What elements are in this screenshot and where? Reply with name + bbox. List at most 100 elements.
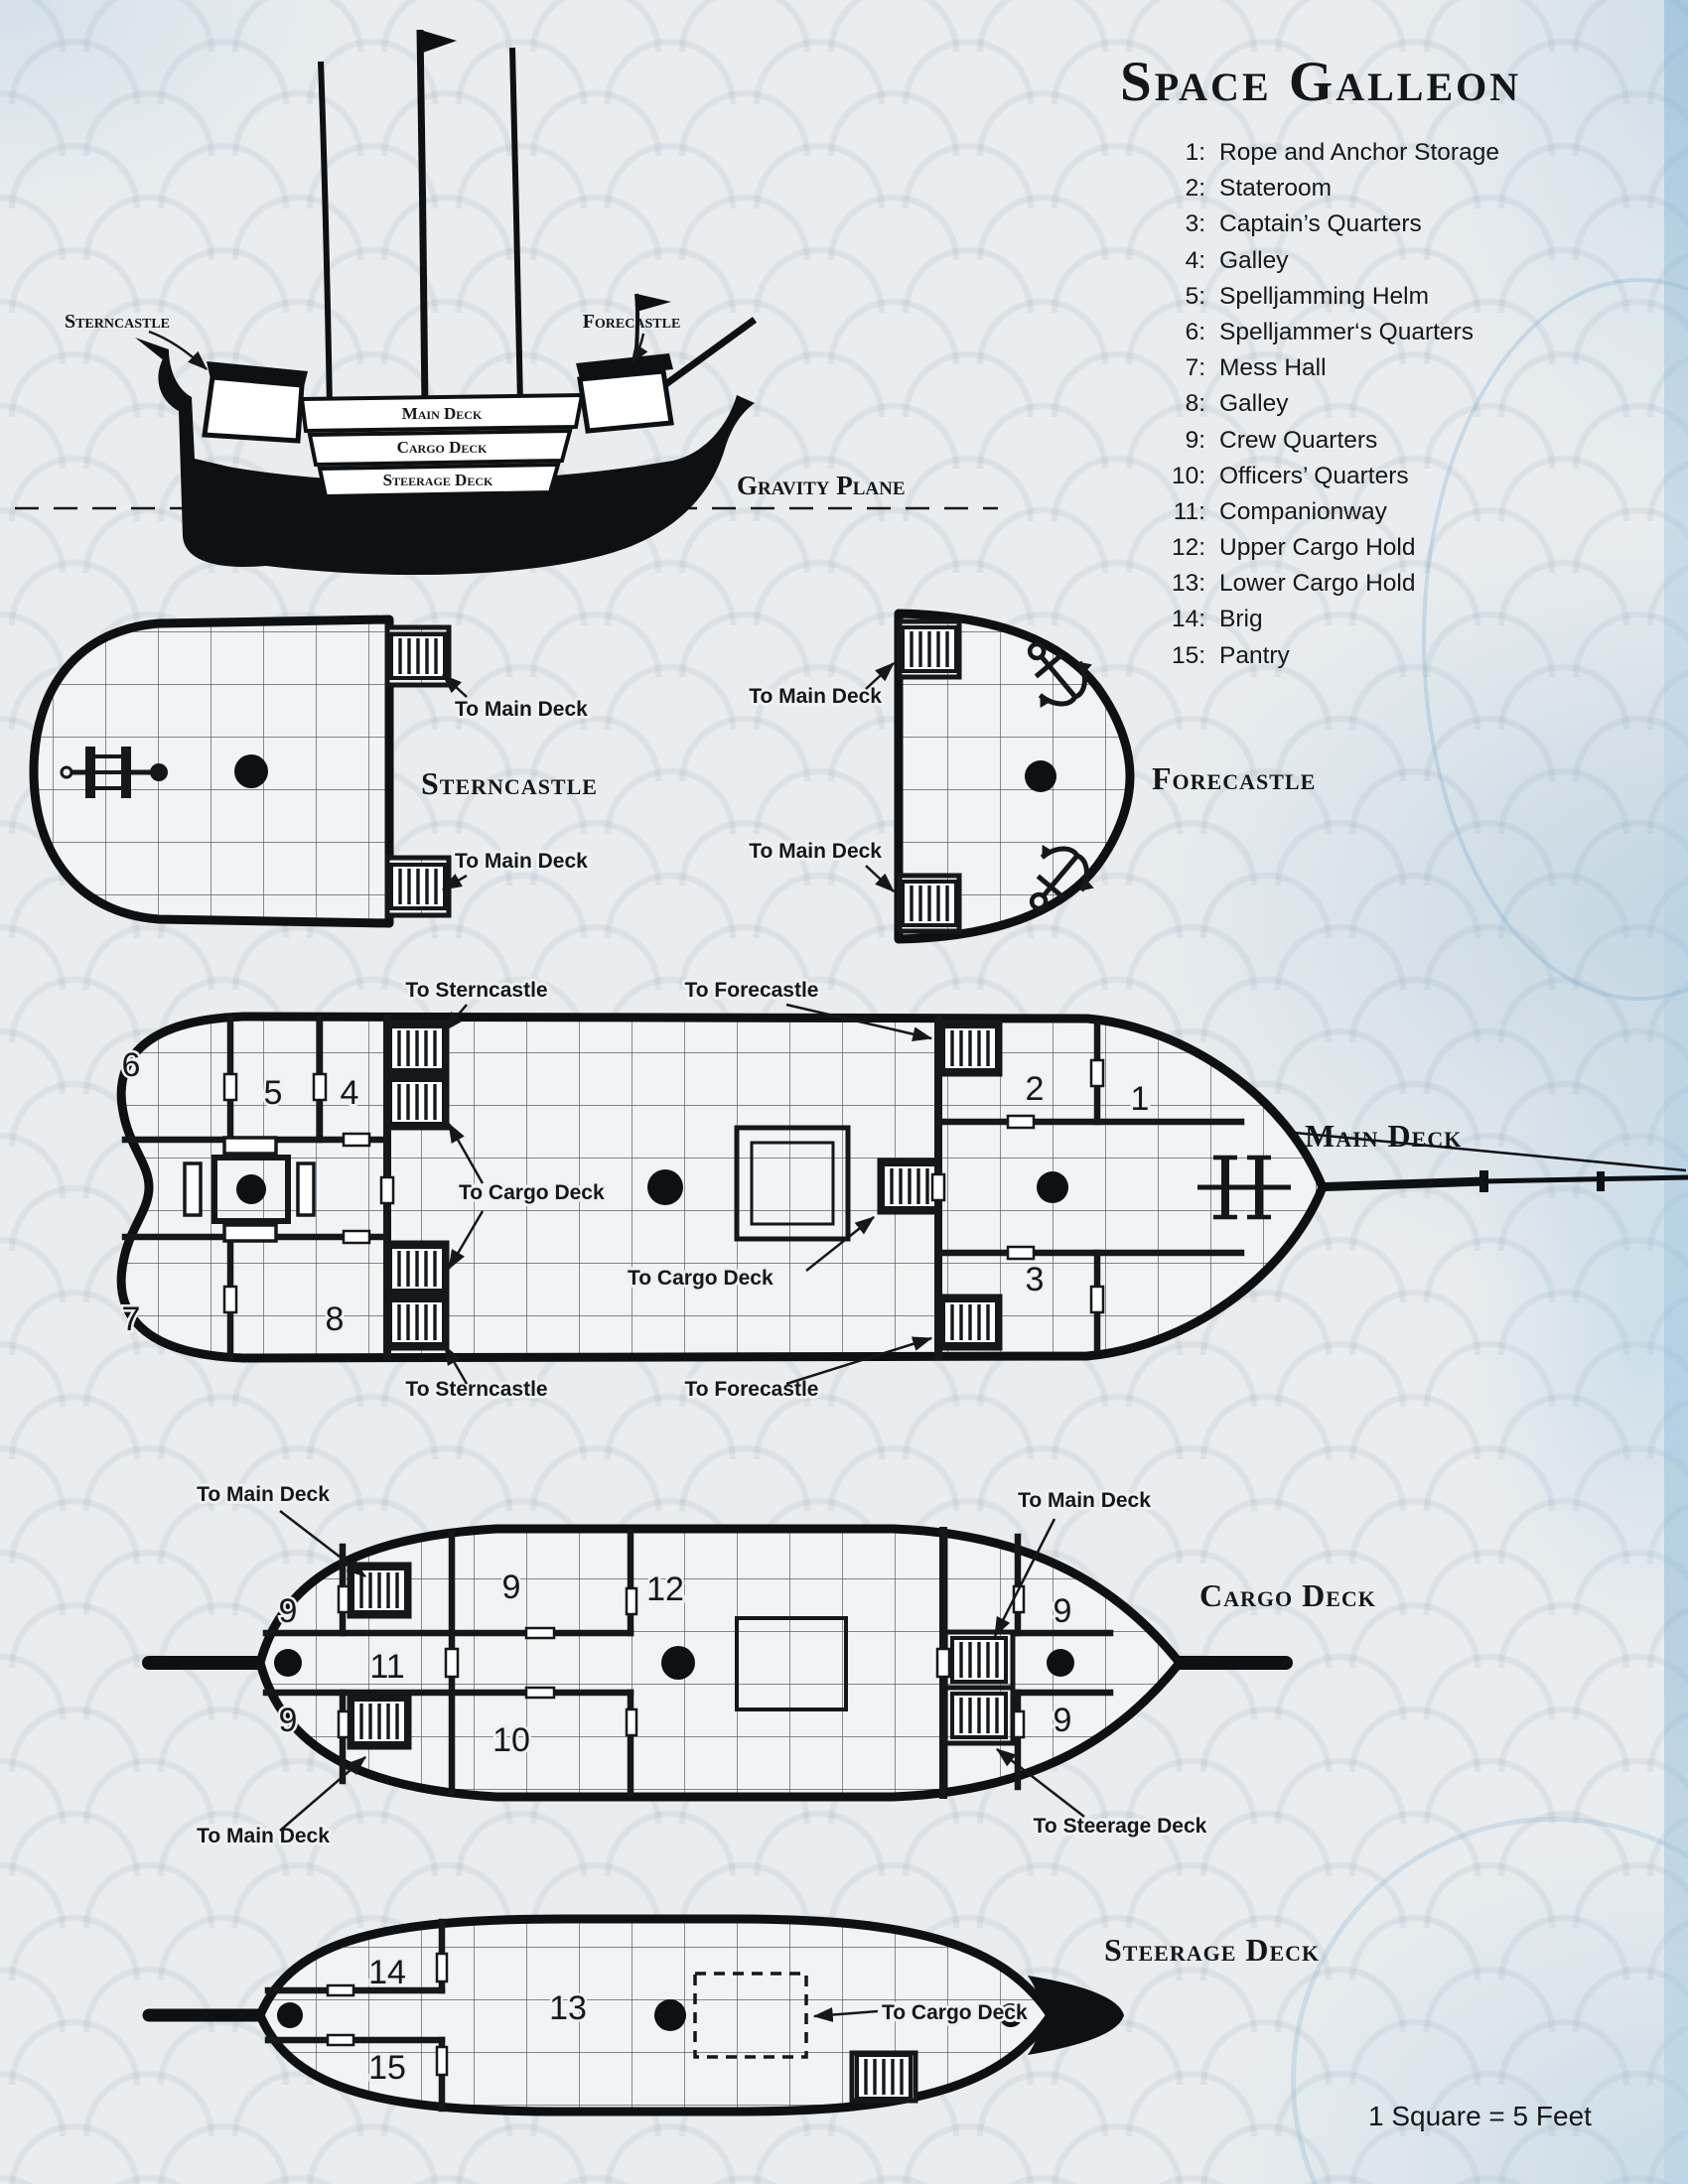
legend-item-number: 3: [1185,210,1205,238]
stairs-icon [901,625,958,673]
legend-item: 4: Galley [1150,247,1666,283]
callout-arrow [442,674,468,698]
legend-item-number: 2: [1185,175,1205,203]
room-number: 2 [1026,1070,1045,1108]
room-number: 6 [122,1046,141,1084]
legend-item-label: Stateroom [1219,175,1333,203]
cargo-deck: 9 9 11 9 10 12 9 9 To Main Deck To Main … [142,1480,1376,1850]
legend-item-number: 6: [1185,318,1205,345]
legend-item: 7: Mess Hall [1150,354,1666,390]
link-label-to-cargo-deck: To Cargo Deck [882,2001,1028,2024]
legend-item: 15: Pantry [1150,642,1666,678]
gravity-plane-label: Gravity Plane [737,471,906,500]
mast-dot [661,1646,695,1680]
legend-item-label: Officers’ Quarters [1219,462,1409,489]
mast-dot [999,2003,1023,2027]
room-number: 11 [369,1648,404,1686]
callout-arrow [444,1004,468,1031]
legend-list: 1: Rope and Anchor Storage 2: Stateroom … [1150,139,1666,678]
legend-item-number: 12: [1171,534,1205,562]
legend-item-number: 9: [1185,426,1205,454]
stairs-icon [389,863,447,910]
legend-item: 1: Rope and Anchor Storage [1150,139,1666,175]
legend-item-label: Brig [1219,606,1263,633]
callout-arrow [447,1122,485,1184]
callout-arrow [993,1518,1056,1638]
legend-item-number: 5: [1185,282,1205,310]
room-number: 1 [1131,1080,1150,1118]
bow-cap [1028,1976,1124,2055]
legend-item-label: Lower Cargo Hold [1219,570,1416,598]
callout-arrow [996,1748,1085,1818]
room-number: 9 [279,1702,298,1739]
callout-arrow [785,1003,933,1042]
forecastle-deck: To Main Deck To Main Deck Forecastle [746,609,1316,944]
callout-arrow [812,2007,879,2023]
legend-item: 2: Stateroom [1150,175,1666,210]
room-number: 5 [264,1074,283,1112]
stairs-icon [855,2053,913,2101]
bowsprit [1242,1126,1688,1192]
callout-arrow [865,865,895,892]
legend-item: 9: Crew Quarters [1150,427,1666,463]
room-number: 4 [341,1074,359,1112]
cargo-hatch [735,1616,848,1711]
legend-item-label: Spelljammer‘s Quarters [1219,318,1474,345]
sterncastle-hull [29,614,394,928]
link-label-to-cargo-deck: To Cargo Deck [628,1267,774,1290]
room-number: 9 [279,1592,298,1630]
legend-item-number: 8: [1185,390,1205,418]
link-label-to-main-deck: To Main Deck [749,685,882,708]
cargo-hatch-opening [693,1972,808,2059]
strip-label-main-deck: Main Deck [402,404,483,423]
legend-item: 8: Galley [1150,390,1666,426]
link-label-to-cargo-deck: To Cargo Deck [459,1181,605,1204]
callout-arrow [441,874,468,891]
legend-item-label: Spelljamming Helm [1219,282,1430,310]
spelljamming-helm-icon [183,1136,316,1243]
legend-item: 11: Companionway [1150,498,1666,534]
callout-arrow [865,662,895,690]
legend-item-label: Galley [1219,390,1289,418]
room-number: 14 [368,1954,406,1991]
legend-item: 5: Spelljamming Helm [1150,283,1666,319]
forecastle-cap [576,353,673,379]
mast-dot [274,1649,302,1677]
strip-label-steerage-deck: Steerage Deck [383,471,493,489]
cargo-deck-strip [307,428,573,468]
room-number: 9 [1054,1702,1072,1739]
forecastle-profile [577,368,674,434]
legend-item: 12: Upper Cargo Hold [1150,534,1666,570]
main-deck: 6 5 4 7 8 2 1 3 To Sterncastle To Foreca… [116,976,1688,1404]
legend-item-number: 14: [1171,606,1205,633]
deck-title-sterncastle: Sterncastle [421,765,598,801]
link-label-to-main-deck: To Main Deck [1018,1489,1151,1512]
deck-title-forecastle: Forecastle [1152,760,1316,796]
strip-label-cargo-deck: Cargo Deck [397,438,488,457]
pennant-flag [636,294,671,312]
legend-item-label: Rope and Anchor Storage [1219,139,1499,166]
callout-arrow [148,330,208,370]
link-label-to-main-deck: To Main Deck [455,698,588,721]
legend-item-number: 15: [1171,641,1205,669]
legend-item-number: 10: [1171,462,1205,489]
doors [222,1058,1105,1314]
legend-item-number: 11: [1173,497,1205,525]
side-profile: Main Deck Cargo Deck Steerage Deck Stern… [15,29,998,576]
cargo-hatch-inner [750,1141,835,1226]
pennant-flag [420,30,457,54]
mast-dot [277,2002,303,2028]
legend-item-label: Mess Hall [1219,354,1327,382]
deck-title-cargo: Cargo Deck [1199,1577,1376,1613]
legend-item-number: 1: [1185,139,1205,166]
mast-dot [234,754,268,788]
doors [326,1952,449,2077]
steerage-deck: 14 15 13 To Cargo Deck Steerage Deck [142,1914,1319,2116]
callout-arrow [805,1216,875,1272]
hull-silhouette [158,349,755,576]
windlass-icon [60,747,168,798]
link-label-to-sterncastle: To Sterncastle [405,1378,547,1401]
legend-item-label: Crew Quarters [1219,426,1378,454]
main-deck-strip [299,392,585,434]
